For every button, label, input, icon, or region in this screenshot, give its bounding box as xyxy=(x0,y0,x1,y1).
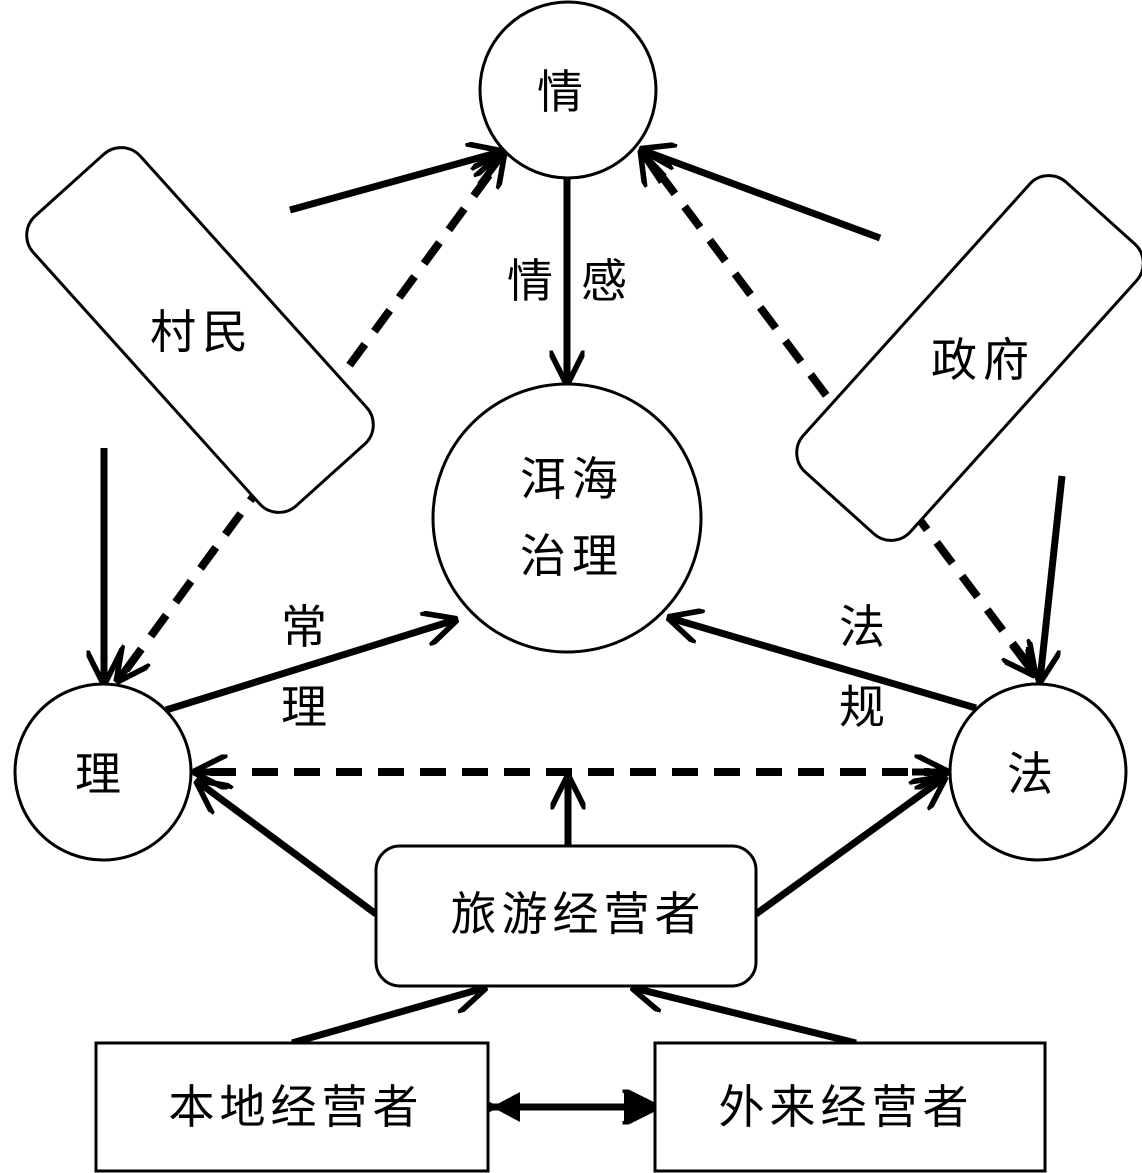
node-center-label-1: 洱海 xyxy=(520,452,624,506)
dashed-head-fa-end xyxy=(1012,645,1034,674)
dashed-head-li-end xyxy=(118,650,140,680)
node-local-operators-label: 本地经营者 xyxy=(169,1080,424,1134)
arrow-government-to-fa xyxy=(1040,475,1066,680)
arrow-head-right xyxy=(624,1092,652,1122)
node-center-label-2: 治理 xyxy=(520,529,624,583)
node-external-operators xyxy=(653,1041,1047,1173)
arrow-tourism-to-li xyxy=(198,782,379,917)
arrow-head-left xyxy=(492,1092,520,1122)
arrow-government-to-qing xyxy=(642,150,882,242)
node-fa-label: 法 xyxy=(1007,747,1053,801)
dashed-head-qing-end-right xyxy=(642,152,662,182)
arrow-local-to-tourism xyxy=(291,988,484,1047)
edge-label-regulation-2: 规 xyxy=(839,680,885,734)
node-qing-label: 情 xyxy=(537,65,583,119)
edge-label-emotion-1: 情 xyxy=(507,254,553,308)
node-tourism-operators-label: 旅游经营者 xyxy=(451,887,706,941)
node-villagers-label: 村民 xyxy=(150,305,254,359)
node-villagers xyxy=(25,146,375,514)
node-external-operators-label: 外来经营者 xyxy=(719,1080,974,1134)
edge-label-regulation-1: 法 xyxy=(839,600,885,654)
node-tourism-operators xyxy=(374,844,758,988)
edge-label-common-sense-1: 常 xyxy=(281,600,327,654)
arrow-external-to-tourism xyxy=(634,988,857,1047)
arrow-villagers-to-qing xyxy=(289,152,500,214)
node-li-label: 理 xyxy=(75,747,121,801)
arrow-tourism-to-fa xyxy=(753,778,944,917)
edge-label-common-sense-2: 理 xyxy=(281,680,327,734)
node-fa xyxy=(948,682,1128,862)
node-local-operators xyxy=(94,1041,490,1173)
node-qing xyxy=(478,0,658,180)
dashed-head-qing-end xyxy=(480,154,503,185)
node-center xyxy=(431,382,703,654)
node-li xyxy=(13,682,193,862)
node-government xyxy=(795,174,1142,542)
edge-label-emotion-2: 感 xyxy=(581,254,627,308)
arrow-li-to-center xyxy=(164,620,455,714)
arrow-fa-to-center xyxy=(670,618,977,712)
node-government-label: 政府 xyxy=(931,333,1035,387)
